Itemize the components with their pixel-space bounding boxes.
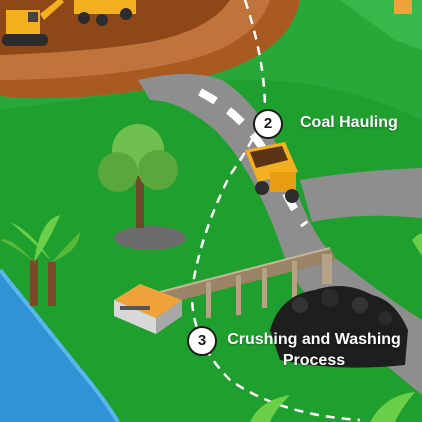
palm-tree-bottom-icon [250, 233, 422, 422]
oak-tree-icon [98, 124, 186, 250]
step-3-label-line-1: Crushing and Washing [227, 331, 401, 348]
step-3-label-line-2: Process [282, 352, 346, 369]
palm-tree-icon [0, 215, 80, 306]
step-3-label[interactable]: Crushing and Washing Process [226, 329, 402, 371]
pit-inner [0, 0, 230, 55]
dump-truck-icon [245, 142, 299, 203]
excavator-icon [2, 0, 64, 46]
road-centerline [198, 88, 309, 228]
process-path [190, 0, 361, 422]
step-2-badge[interactable]: 2 [253, 109, 283, 139]
coal-pile-icon [270, 286, 408, 368]
water-shore [0, 268, 120, 422]
processing-building-icon [114, 284, 182, 334]
top-right-building [394, 0, 412, 14]
step-2-label[interactable]: Coal Hauling [300, 112, 398, 133]
side-road [300, 168, 422, 222]
conveyor-belt [159, 247, 336, 318]
step-3-badge[interactable]: 3 [187, 326, 217, 356]
pit-truck-icon [74, 0, 136, 26]
step-2-label-line: Coal Hauling [300, 114, 398, 131]
